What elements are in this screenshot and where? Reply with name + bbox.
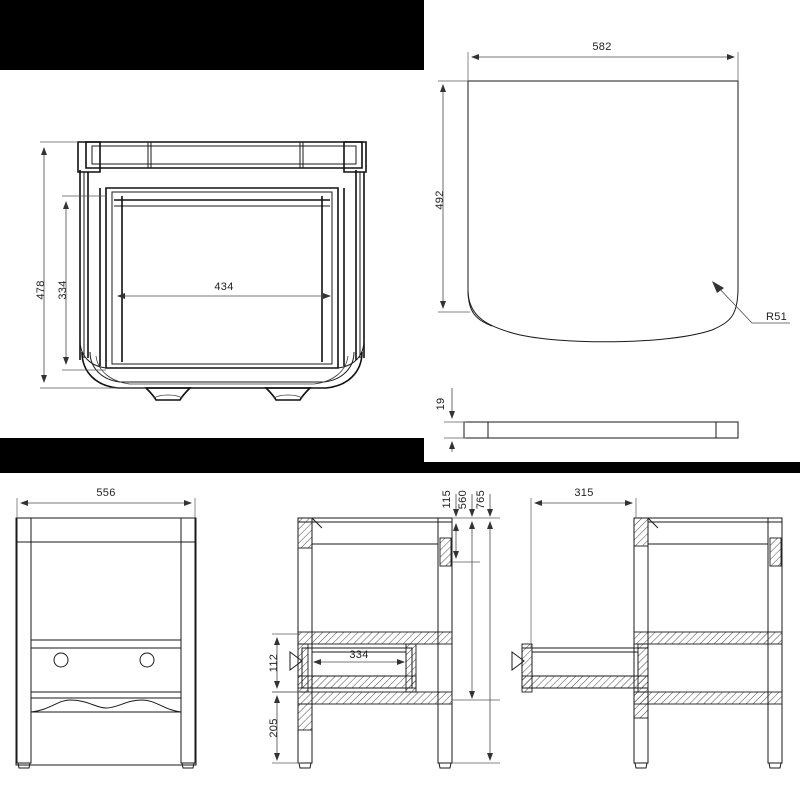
dim-315-label: 315	[574, 487, 593, 499]
dim-334b-label: 334	[349, 649, 368, 661]
dim-492-label: 492	[434, 190, 446, 209]
view-top-plan: 582 492 R51	[434, 41, 790, 343]
view-edge-section: 19	[435, 388, 739, 452]
view-front-perspective: 478 334 434	[35, 141, 367, 401]
dim-560-label: 560	[457, 490, 469, 509]
dim-765-label: 765	[475, 490, 487, 509]
dim-112-label: 112	[268, 654, 280, 672]
dim-582-label: 582	[592, 41, 611, 53]
dim-115-label: 115	[441, 490, 453, 508]
mask-middle-left-band	[0, 438, 424, 463]
dim-556-label: 556	[96, 487, 115, 499]
dim-19-label: 19	[435, 398, 447, 411]
view-side-section: 315	[511, 487, 783, 769]
dim-205-label: 205	[268, 718, 280, 737]
mask-full-width-band	[0, 462, 800, 473]
dim-478-label: 478	[35, 280, 47, 299]
view-front-section: 115 560 765 112 334 205	[268, 490, 500, 769]
dim-334-label: 334	[57, 280, 69, 299]
mask-top-left-band	[0, 0, 424, 70]
dim-434-label: 434	[214, 281, 233, 293]
view-front-elevation: 556	[15, 487, 197, 769]
dim-R51-label: R51	[766, 311, 787, 323]
